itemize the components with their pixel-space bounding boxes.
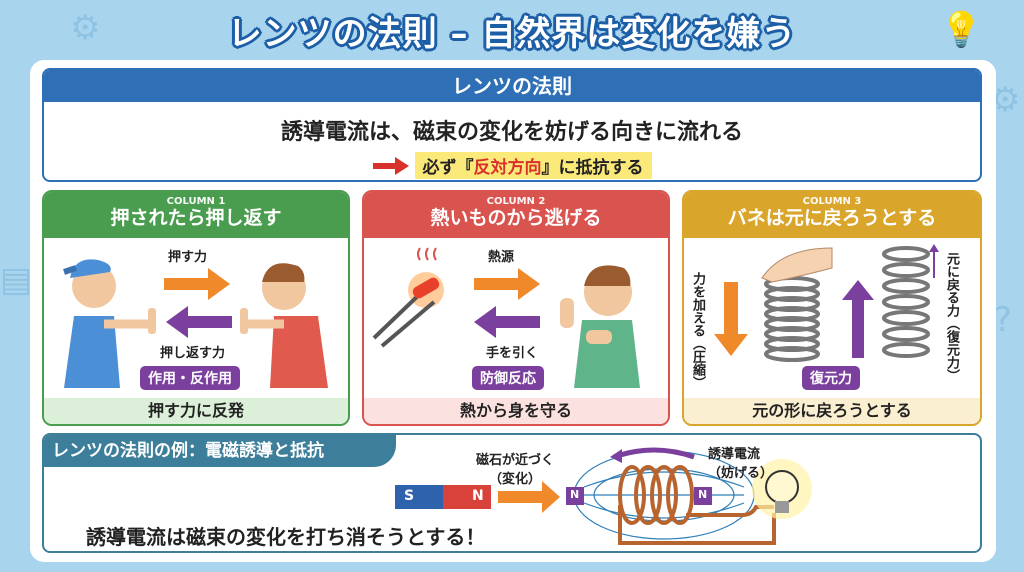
pushback-force-label: 押し返す力 xyxy=(160,346,226,361)
column-tag: COLUMN 1 xyxy=(166,196,226,207)
arrow-right-icon xyxy=(372,156,409,175)
example-box: レンツの法則の例：電磁誘導と抵抗 S N 磁石が近づく（変化） N N 誘導電流… xyxy=(42,433,982,553)
badge: 作用・反作用 xyxy=(140,366,240,390)
apply-force-label: 力を加える（圧縮） xyxy=(690,272,705,389)
restore-force-label: 元に戻る力（復元力） xyxy=(944,252,959,382)
law-note: 必ず『反対方向』に抵抗する xyxy=(414,152,652,179)
heat-source-label: 熱源 xyxy=(488,250,515,265)
pushing-people-illustration xyxy=(63,259,328,388)
law-header: レンツの法則 xyxy=(44,70,980,102)
approach-label: 磁石が近づく（変化） xyxy=(476,453,555,487)
induced-current-label: 誘導電流（妨げる） xyxy=(708,447,774,481)
law-statement: 誘導電流は、磁束の変化を妨げる向きに流れる xyxy=(280,120,743,145)
column-heading: 熱いものから逃げる xyxy=(430,207,602,229)
example-tab-label: レンツの法則の例：電磁誘導と抵抗 xyxy=(44,435,396,467)
badge: 復元力 xyxy=(802,366,860,390)
coil-pole-left: N xyxy=(570,488,580,501)
column-footer: 押す力に反発 xyxy=(44,398,348,424)
electromagnetic-induction-diagram xyxy=(395,447,812,545)
chart-icon: ▤ xyxy=(0,260,33,300)
withdraw-hand-label: 手を引く xyxy=(486,346,539,361)
badge: 防御反応 xyxy=(472,366,544,390)
column-footer: 元の形に戻ろうとする xyxy=(684,398,980,424)
law-box: レンツの法則 誘導電流は、磁束の変化を妨げる向きに流れる 必ず『反対方向』に抵抗… xyxy=(42,68,982,182)
magnet-north-pole: N xyxy=(472,488,484,504)
page-title: レンツの法則 – 自然界は変化を嫌う xyxy=(227,14,797,54)
spring-illustration xyxy=(714,244,939,362)
column-footer: 熱から身を守る xyxy=(364,398,668,424)
coil-pole-right: N xyxy=(698,488,708,501)
hot-object-illustration xyxy=(372,247,640,388)
magnet-south-pole: S xyxy=(404,488,415,504)
conclusion-text: 誘導電流は磁束の変化を打ち消そうとする！ xyxy=(86,525,486,549)
push-force-label: 押す力 xyxy=(168,250,208,265)
question-icon: ? xyxy=(994,300,1013,340)
column-tag: COLUMN 3 xyxy=(802,196,862,207)
column-heading: バネは元に戻ろうとする xyxy=(727,207,937,229)
column-tag: COLUMN 2 xyxy=(486,196,546,207)
gear-icon: ⚙ xyxy=(70,8,101,48)
column-heading: 押されたら押し返す xyxy=(110,207,282,229)
lightbulb-icon: 💡 xyxy=(940,10,983,50)
